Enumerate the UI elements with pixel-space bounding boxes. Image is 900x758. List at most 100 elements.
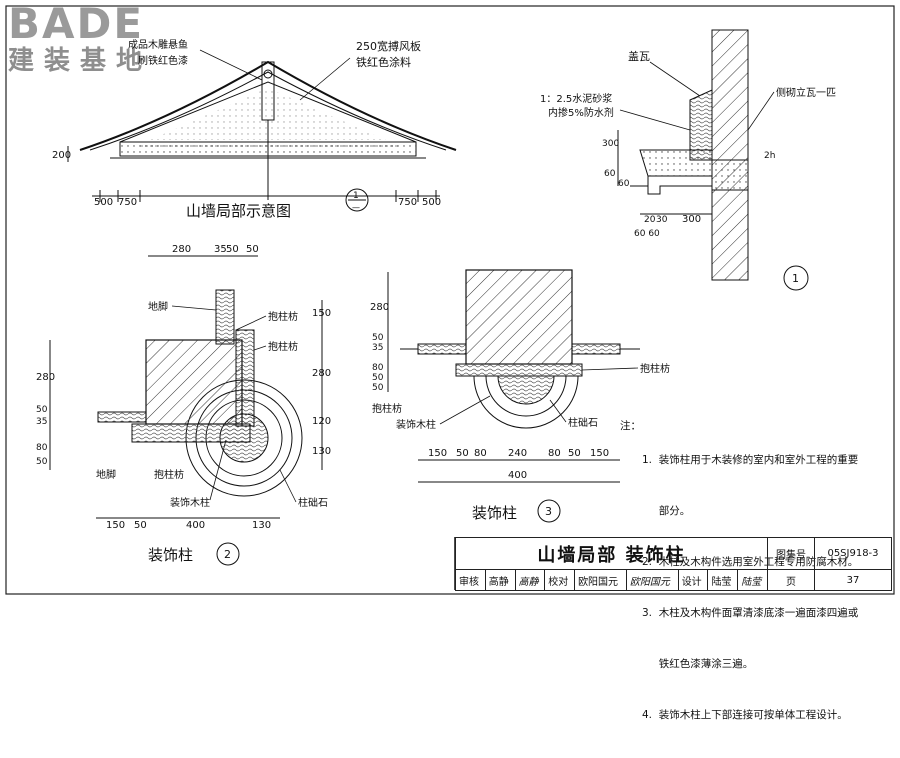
c3-dim-l80: 80 bbox=[372, 363, 384, 373]
c3-dim-l35: 35 bbox=[372, 343, 383, 353]
dim-750-left: 750 bbox=[118, 197, 137, 208]
note-1: 1. 装饰柱用于木装修的室内和室外工程的重要 bbox=[642, 454, 859, 466]
c2-dim-50: 50 bbox=[226, 244, 239, 255]
c2-dim-r280: 280 bbox=[312, 368, 331, 379]
c2-dim-b130: 130 bbox=[252, 520, 271, 531]
dim-750-right: 750 bbox=[398, 197, 417, 208]
c2-dim-b50: 50 bbox=[134, 520, 147, 531]
sheet-title: 山墙局部 装饰柱 bbox=[455, 537, 768, 570]
c2-label-foot2: 地脚 bbox=[96, 468, 116, 481]
checker-signature: 欧阳国元 bbox=[625, 569, 679, 591]
c2-label-beam1: 抱柱枋 bbox=[268, 310, 298, 323]
ref-gable-bottom: — bbox=[352, 203, 360, 212]
c3-label-col: 装饰木柱 bbox=[396, 418, 436, 431]
drawing-sheet: BADE 建装基地 bbox=[5, 2, 895, 721]
c2-label-foot: 地脚 bbox=[148, 300, 168, 313]
dim-300v: 300 bbox=[602, 139, 619, 149]
dim-500-left: 500 bbox=[94, 197, 113, 208]
c3-dim-b80: 80 bbox=[474, 448, 487, 459]
atlas-no: 05SJ918-3 bbox=[814, 537, 892, 570]
gable-elevation: 200 500 750 750 500 成品木雕悬鱼 刷铁红色漆 250宽搏风板… bbox=[52, 38, 457, 220]
c3-dim-l50b: 50 bbox=[372, 373, 384, 383]
c2-ref: 2 bbox=[224, 548, 231, 561]
note-3: 3. 木柱及木构件面罩清漆底漆一遍面漆四遍或 bbox=[642, 607, 859, 619]
dim-20: 20 bbox=[644, 215, 656, 225]
label-board: 250宽搏风板 bbox=[356, 39, 421, 53]
checker-name: 欧阳国元 bbox=[574, 569, 627, 591]
c2-dim-l280: 280 bbox=[36, 372, 55, 383]
c2-dim-l50b: 50 bbox=[36, 457, 48, 467]
label-fish: 成品木雕悬鱼 bbox=[128, 38, 188, 51]
note-3b: 铁红色漆薄涂三遍。 bbox=[642, 658, 754, 670]
dim-200: 200 bbox=[52, 150, 71, 161]
dim-60: 60 bbox=[604, 169, 616, 179]
title-block: 山墙局部 装饰柱 图集号 05SJ918-3 审核 高静 高静 校对 欧阳国元 … bbox=[455, 537, 892, 591]
designer-name: 陆莹 bbox=[707, 569, 739, 591]
watermark-logo: BADE 建装基地 bbox=[8, 2, 178, 82]
c3-dim-b240: 240 bbox=[508, 448, 527, 459]
c2-dim-b400: 400 bbox=[186, 520, 205, 531]
note-4: 4. 装饰木柱上下部连接可按单体工程设计。 bbox=[642, 709, 848, 721]
c2-dim-r120: 120 bbox=[312, 416, 331, 427]
dim-300h: 300 bbox=[682, 214, 701, 225]
dim-60b: 60 bbox=[618, 179, 630, 189]
c3-ref: 3 bbox=[545, 505, 552, 518]
c3-label-beam: 抱柱枋 bbox=[640, 362, 670, 375]
c3-dim-b150: 150 bbox=[428, 448, 447, 459]
ref-section: 1 bbox=[792, 272, 799, 285]
page-label: 页 bbox=[767, 569, 815, 591]
c3-dim-b80b: 80 bbox=[548, 448, 561, 459]
c2-dim-l80: 80 bbox=[36, 443, 48, 453]
drawing-canvas: 200 500 750 750 500 成品木雕悬鱼 刷铁红色漆 250宽搏风板… bbox=[5, 5, 895, 595]
ref-gable-top: 1 bbox=[353, 191, 359, 201]
c3-label-stone: 柱础石 bbox=[568, 416, 598, 429]
c3-dim-b50: 50 bbox=[456, 448, 469, 459]
note-1b: 部分。 bbox=[642, 505, 691, 517]
column-detail-3: 280 50 35 80 50 50 抱柱枋 抱柱枋 装饰木柱 柱础石 150 … bbox=[370, 269, 670, 523]
designer-signature: 陆莹 bbox=[737, 569, 768, 591]
atlas-label: 图集号 bbox=[767, 537, 815, 570]
c3-dim-b150b: 150 bbox=[590, 448, 609, 459]
reviewer-signature: 高静 bbox=[514, 569, 546, 591]
c2-dim-r130: 130 bbox=[312, 446, 331, 457]
c2-dim-l35: 35 bbox=[36, 417, 47, 427]
logo-cn: 建装基地 bbox=[8, 46, 153, 76]
c2-label-col: 装饰木柱 bbox=[170, 496, 210, 509]
label-tile: 盖瓦 bbox=[628, 49, 650, 63]
notes-lead: 注： bbox=[620, 420, 641, 432]
c2-dim-r150: 150 bbox=[312, 308, 331, 319]
wall-section: 盖瓦 1：2.5水泥砂浆 内掺5%防水剂 侧砌立瓦一匹 300 60 60 20… bbox=[540, 29, 836, 291]
c3-dim-total: 400 bbox=[508, 470, 527, 481]
c2-dim-l50: 50 bbox=[36, 405, 48, 415]
c2-dim-280: 280 bbox=[172, 244, 191, 255]
reviewer-name: 高静 bbox=[484, 569, 516, 591]
c3-dim-l50: 50 bbox=[372, 333, 384, 343]
c2-label-beam2: 抱柱枋 bbox=[268, 340, 298, 353]
c2-caption: 装饰柱 bbox=[148, 546, 193, 564]
dim-30: 30 bbox=[656, 215, 668, 225]
label-side: 侧砌立瓦一匹 bbox=[776, 86, 836, 99]
c3-dim-l280: 280 bbox=[370, 302, 389, 313]
logo-word: BADE bbox=[8, 0, 145, 48]
design-label: 设计 bbox=[677, 569, 709, 591]
dim-6060: 60 60 bbox=[634, 229, 660, 239]
c2-dim-35: 35 bbox=[214, 244, 227, 255]
dim-ht: 2h bbox=[764, 151, 775, 161]
label-paint: 刷铁红色漆 bbox=[138, 54, 188, 67]
c3-caption: 装饰柱 bbox=[472, 504, 517, 522]
check-label: 校对 bbox=[544, 569, 576, 591]
c2-dim-50b: 50 bbox=[246, 244, 259, 255]
sheet-frame bbox=[5, 5, 895, 595]
column-detail-2: 280 35 50 50 150 280 120 130 280 50 35 8… bbox=[36, 244, 331, 566]
c3-dim-b50b: 50 bbox=[568, 448, 581, 459]
caption-gable: 山墙局部示意图 bbox=[186, 202, 291, 220]
label-mortar1: 1：2.5水泥砂浆 bbox=[540, 92, 612, 105]
page-no: 37 bbox=[814, 569, 892, 591]
review-label: 审核 bbox=[455, 569, 486, 591]
label-mortar2: 内掺5%防水剂 bbox=[548, 106, 614, 119]
c2-label-beam3: 抱柱枋 bbox=[154, 468, 184, 481]
c3-dim-l50c: 50 bbox=[372, 383, 384, 393]
label-board2: 铁红色涂料 bbox=[356, 55, 411, 69]
c2-dim-b150: 150 bbox=[106, 520, 125, 531]
c2-label-stone: 柱础石 bbox=[298, 496, 328, 509]
